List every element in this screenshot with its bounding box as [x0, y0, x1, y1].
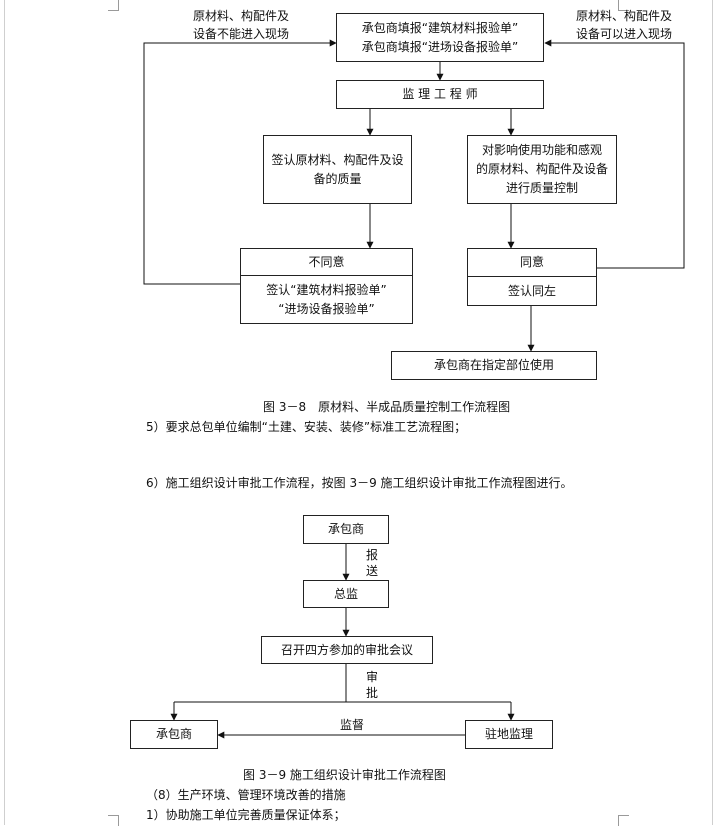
box-contractor-report-text: 承包商填报“建筑材料报验单” 承包商填报“进场设备报验单”: [361, 20, 519, 54]
box-contractor-bottom-text: 承包商: [155, 727, 192, 741]
box-agree-head: 同意: [468, 249, 596, 277]
box-confirm-quality: 签认原材料、构配件及设 备的质量: [263, 135, 412, 204]
box-contractor-top: 承包商: [303, 515, 389, 544]
item-1: 1）协助施工单位完善质量保证体系；: [146, 808, 346, 822]
box-supervising-engineer: 监 理 工 程 师: [336, 80, 544, 109]
box-disagree-head: 不同意: [241, 249, 412, 276]
box-resident-supervisor: 驻地监理: [465, 720, 553, 749]
note-not-allowed-on-site: 原材料、构配件及 设备不能进入现场: [192, 9, 289, 41]
label-approve: 审批: [365, 670, 378, 700]
box-disagree-body: 签认“建筑材料报验单” “进场设备报验单”: [266, 282, 387, 316]
page-corner-marker: [108, 815, 119, 826]
figure-3-8-caption: 图 3－8 原材料、半成品质量控制工作流程图: [263, 400, 511, 414]
paragraph-6: 6）施工组织设计审批工作流程，按图 3－9 施工组织设计审批工作流程图进行。: [146, 476, 573, 490]
loop-disagree-to-report: [143, 39, 337, 285]
paragraph-5: 5）要求总包单位编制“土建、安装、装修”标准工艺流程图；: [146, 420, 467, 434]
page-edge-right: [712, 0, 713, 825]
box-contractor-report: 承包商填报“建筑材料报验单” 承包商填报“进场设备报验单”: [336, 13, 544, 62]
page-corner-marker: [618, 815, 629, 826]
section-8-heading: （8）生产环境、管理环境改善的措施: [146, 788, 346, 802]
box-contractor-bottom: 承包商: [130, 720, 218, 749]
label-report: 报送: [365, 548, 378, 578]
loop-agree-to-report: [544, 39, 685, 269]
box-contractor-top-text: 承包商: [327, 522, 364, 536]
box-approval-meeting-text: 召开四方参加的审批会议: [280, 642, 413, 657]
box-agree-body: 签认同左: [507, 283, 556, 298]
box-agree: 同意 签认同左: [467, 248, 597, 306]
box-chief-supervisor: 总监: [303, 580, 389, 608]
box-confirm-quality-text: 签认原材料、构配件及设 备的质量: [271, 152, 404, 186]
box-quality-control: 对影响使用功能和感观 的原材料、构配件及设备 进行质量控制: [467, 135, 617, 204]
page-edge-left: [4, 0, 5, 825]
box-resident-supervisor-text: 驻地监理: [484, 727, 533, 741]
box-supervising-engineer-text: 监 理 工 程 师: [402, 87, 478, 101]
page-corner-marker: [108, 0, 119, 11]
label-supervise: 监督: [339, 718, 364, 732]
box-approval-meeting: 召开四方参加的审批会议: [261, 636, 433, 664]
box-disagree: 不同意 签认“建筑材料报验单” “进场设备报验单”: [240, 248, 413, 324]
note-allowed-on-site: 原材料、构配件及 设备可以进入现场: [575, 9, 672, 41]
box-use-at-location: 承包商在指定部位使用: [391, 351, 597, 380]
page-corner-marker: [618, 0, 629, 11]
box-use-at-location-text: 承包商在指定部位使用: [433, 358, 554, 372]
figure-3-9-caption: 图 3－9 施工组织设计审批工作流程图: [243, 768, 446, 782]
box-chief-supervisor-text: 总监: [333, 586, 358, 601]
box-quality-control-text: 对影响使用功能和感观 的原材料、构配件及设备 进行质量控制: [475, 143, 608, 195]
